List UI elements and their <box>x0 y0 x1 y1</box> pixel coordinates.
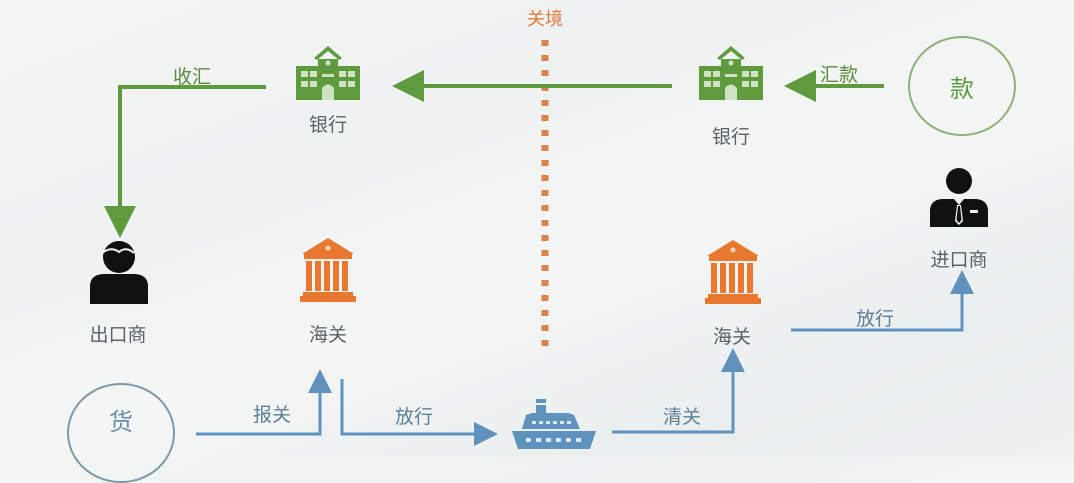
goods-node: 货 <box>67 383 175 483</box>
clearance-arrow <box>612 348 745 434</box>
money-node: 款 <box>908 36 1016 136</box>
exporter-icon <box>90 241 148 304</box>
importer-icon <box>930 168 988 227</box>
border-label: 关境 <box>527 9 563 30</box>
flow-lines <box>104 40 974 446</box>
bank-icon <box>296 46 360 100</box>
clearance-label: 清关 <box>662 406 702 428</box>
release-export-label: 放行 <box>394 406 434 428</box>
collect-label: 收汇 <box>172 66 212 88</box>
collect-arrow <box>104 85 266 238</box>
declare-label: 报关 <box>252 404 292 426</box>
customs-icon <box>705 240 761 304</box>
declare-arrow <box>196 369 332 436</box>
customs-export-label: 海关 <box>308 324 348 346</box>
release-import-arrow <box>791 270 974 332</box>
importer-label: 进口商 <box>930 249 988 271</box>
bank-icon <box>699 46 763 100</box>
ship-icon <box>512 399 596 449</box>
release-import-label: 放行 <box>855 308 895 330</box>
bank-import-label: 银行 <box>711 126 751 148</box>
bank-export-label: 银行 <box>308 114 348 136</box>
customs-import-label: 海关 <box>712 326 752 348</box>
remit-label: 汇款 <box>819 64 859 86</box>
goods-label: 货 <box>109 407 133 436</box>
customs-icon <box>300 238 356 302</box>
exporter-label: 出口商 <box>89 324 147 346</box>
money-label: 款 <box>950 74 974 103</box>
release-export-arrow <box>340 379 498 446</box>
